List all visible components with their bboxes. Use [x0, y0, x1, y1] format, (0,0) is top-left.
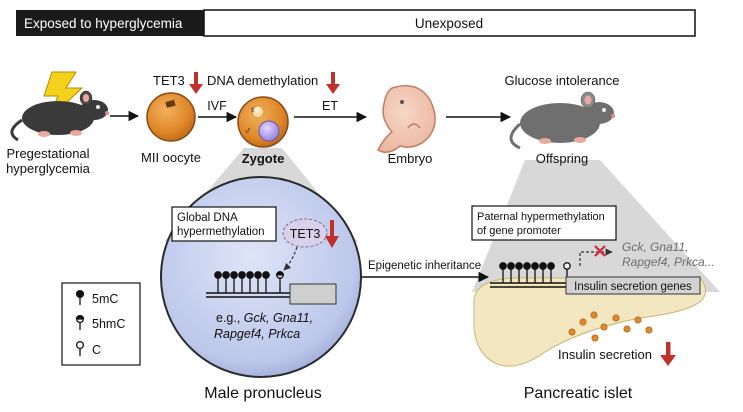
male-symbol-icon: ♂: [244, 126, 252, 137]
mother-label-line1: Pregestational: [6, 146, 89, 161]
oocyte-label: MII oocyte: [141, 150, 201, 165]
offspring-label: Offspring: [536, 151, 589, 166]
paternal-hypermethylation-box: [471, 205, 617, 241]
paternal-hypermethylation-line1: Paternal hypermethylation: [477, 211, 605, 223]
paternal-hypermethylation-line2: of gene promoter: [477, 225, 561, 237]
mother-label-line2: hyperglycemia: [6, 161, 91, 176]
banner-unexposed-box: [203, 9, 696, 37]
et-label: ET: [322, 99, 338, 113]
ivf-label: IVF: [207, 99, 227, 113]
female-symbol-icon: ♀: [249, 105, 257, 116]
pronucleus-dna-strand: [206, 283, 337, 305]
tet3-bubble-label: TET3: [290, 227, 321, 241]
legend-c: C: [92, 343, 101, 357]
insulin-secretion-genes-box: [565, 276, 701, 295]
zygote-icon: ♀ ♂: [237, 96, 289, 148]
legend-5hmc: 5hmC: [92, 317, 125, 331]
pronucleus-genes-line2: Rapgef4, Prkca: [214, 327, 300, 341]
dna-demethylation-label: DNA demethylation: [207, 73, 318, 88]
legend-5mc: 5mC: [92, 292, 118, 306]
insulin-secretion-genes-label: Insulin secretion genes: [574, 281, 692, 293]
embryo-label: Embryo: [388, 151, 433, 166]
demethylation-down-arrow-icon: [326, 72, 340, 94]
insulin-secretion-label: Insulin secretion: [558, 347, 652, 362]
global-hypermethylation-line2: hypermethylation: [177, 226, 265, 238]
pronucleus-genes-line1: e.g., Gck, Gna11,: [216, 311, 313, 325]
insulin-secretion-down-arrow-icon: [660, 342, 676, 366]
global-hypermethylation-box: [171, 206, 277, 242]
global-hypermethylation-line1: Global DNA: [177, 212, 238, 224]
insulin-granules: [568, 311, 653, 342]
pronucleus-gene-box: [289, 283, 337, 305]
offspring-mouse-icon: [509, 91, 615, 150]
tet3-bubble: [282, 218, 328, 248]
epigenetic-inheritance-label: Epigenetic inheritance: [368, 260, 481, 272]
embryo-icon: [377, 85, 436, 153]
blocked-x-icon: [594, 245, 606, 257]
banner-exposed-box: [16, 10, 204, 36]
mii-oocyte-icon: [146, 92, 196, 142]
pronucleus-methylation-marks: [214, 271, 284, 293]
tet3-inhibition-arrow: [283, 246, 298, 271]
glucose-intolerance-label: Glucose intolerance: [505, 73, 620, 88]
methylation-legend: 5mC 5hmC C: [61, 282, 141, 366]
tet3-down-arrow-icon: [189, 72, 203, 94]
islet-genes-line1: Gck, Gna11,: [622, 240, 688, 254]
tet3-bubble-down-arrow-icon: [325, 220, 339, 248]
islet-genes-line2: Rapgef4, Prkca...: [622, 255, 715, 269]
legend-box: [61, 282, 141, 366]
banner: Exposed to hyperglycemia Unexposed: [16, 9, 696, 37]
banner-unexposed-label: Unexposed: [415, 16, 483, 31]
male-pronucleus-title: Male pronucleus: [204, 385, 321, 402]
tet3-top-label: TET3: [153, 73, 185, 88]
mother-mouse-icon: [10, 71, 109, 142]
banner-exposed-label: Exposed to hyperglycemia: [24, 16, 183, 31]
pancreatic-islet-title: Pancreatic islet: [524, 385, 633, 402]
zygote-label: Zygote: [242, 151, 285, 166]
islet-methylation-marks: [499, 262, 571, 283]
